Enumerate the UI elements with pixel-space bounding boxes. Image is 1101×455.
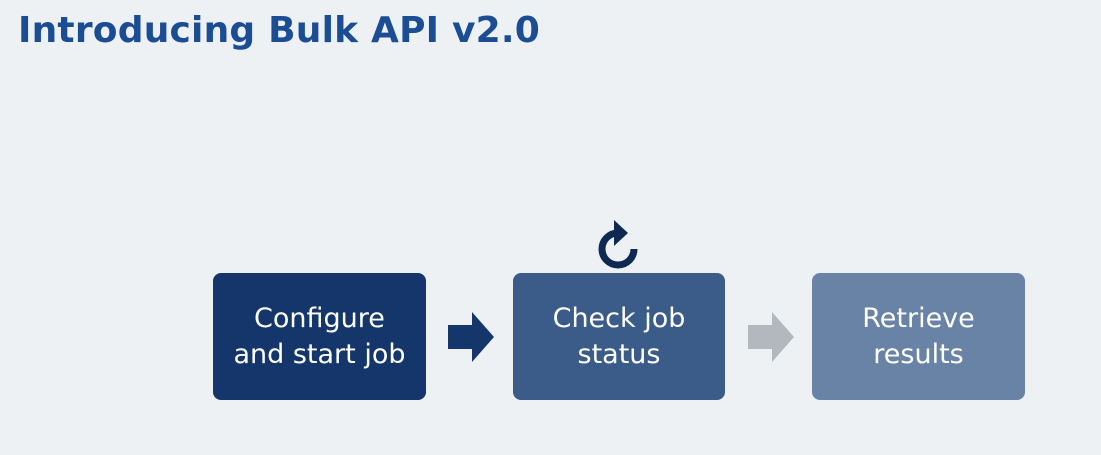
refresh-icon: [598, 220, 638, 269]
arrow-right-icon: [448, 312, 494, 362]
step-check-job-status: Check job status: [513, 273, 725, 400]
arrow-right-icon: [748, 312, 794, 362]
step-configure-and-start-job: Configure and start job: [213, 273, 426, 400]
step-retrieve-results: Retrieve results: [812, 273, 1025, 400]
page-title: Introducing Bulk API v2.0: [18, 10, 541, 51]
